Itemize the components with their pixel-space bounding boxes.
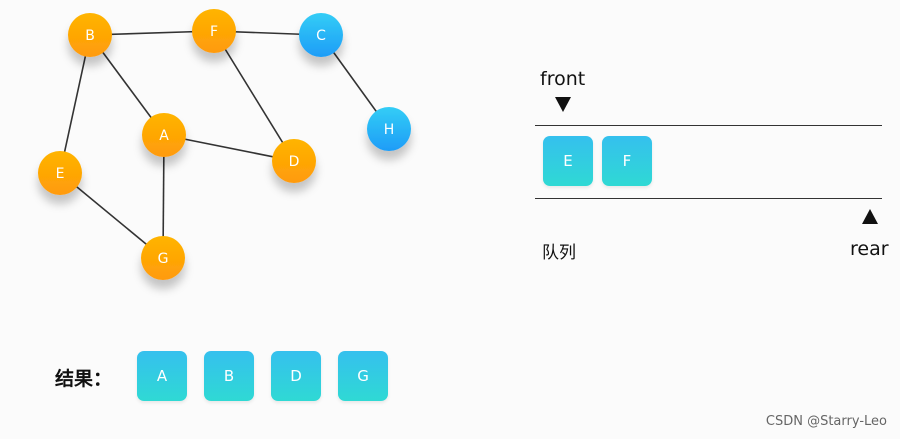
node-g: G — [141, 236, 185, 280]
queue-top-line — [535, 125, 882, 126]
graph-nodes: B F C A D H E G — [38, 9, 411, 280]
result-item: B — [204, 351, 254, 401]
result-label: 结果： — [55, 368, 113, 390]
node-label: F — [210, 24, 218, 40]
queue-front-label: front — [540, 68, 586, 90]
queue-caption: 队列 — [542, 243, 576, 263]
node-h: H — [367, 107, 411, 151]
edge-b-e — [59, 34, 91, 174]
queue-item: E — [543, 136, 593, 186]
node-label: G — [158, 251, 169, 267]
queue-rear-arrow-icon — [862, 209, 878, 224]
watermark: CSDN @Starry-Leo — [765, 414, 887, 429]
edge-f-d — [213, 30, 295, 162]
node-a: A — [142, 113, 186, 157]
node-f: F — [192, 9, 236, 53]
node-circle — [68, 13, 112, 57]
queue-front-arrow-icon — [555, 97, 571, 112]
edge-a-d — [163, 134, 295, 162]
node-b: B — [68, 13, 112, 57]
node-circle — [141, 236, 185, 280]
edge-e-g — [59, 172, 164, 259]
queue-rear-label: rear — [850, 238, 889, 260]
node-circle — [142, 113, 186, 157]
queue-bottom-line — [535, 198, 882, 199]
result-item: D — [271, 351, 321, 401]
node-label: H — [384, 122, 395, 138]
node-d: D — [272, 139, 316, 183]
node-e: E — [38, 151, 82, 195]
node-label: A — [159, 128, 169, 144]
node-label: C — [316, 28, 326, 44]
result-item: G — [338, 351, 388, 401]
node-circle — [367, 107, 411, 151]
node-c: C — [299, 13, 343, 57]
node-circle — [38, 151, 82, 195]
node-label: B — [85, 28, 95, 44]
queue-item: F — [602, 136, 652, 186]
node-circle — [299, 13, 343, 57]
node-label: E — [56, 166, 65, 182]
graph: B F C A D H E G — [38, 9, 411, 280]
result-item: A — [137, 351, 187, 401]
graph-edges — [59, 30, 390, 259]
node-circle — [272, 139, 316, 183]
node-circle — [192, 9, 236, 53]
node-label: D — [289, 154, 300, 170]
